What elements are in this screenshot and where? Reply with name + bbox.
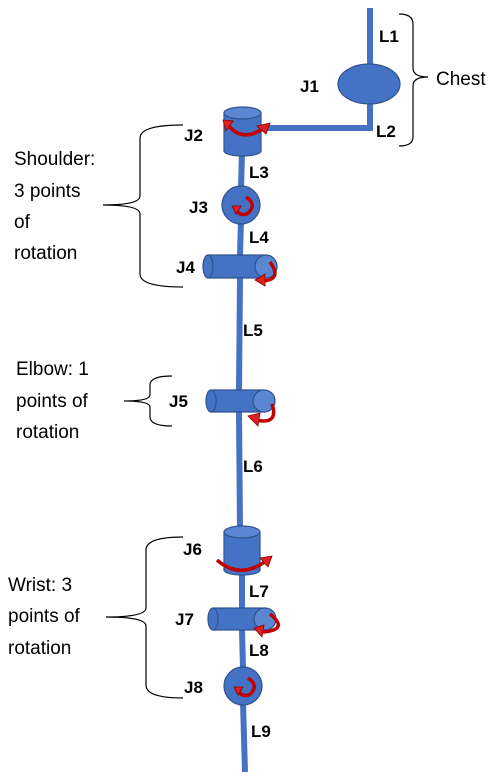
label-l6: L6	[243, 457, 263, 476]
elbow-label: Elbow: 1 points of rotation	[16, 359, 89, 443]
links	[236, 8, 373, 773]
label-l5: L5	[243, 321, 263, 340]
joint-j6	[215, 525, 273, 576]
label-j5: J5	[169, 392, 188, 411]
svg-text:3 points: 3 points	[14, 181, 81, 202]
label-j7: J7	[175, 610, 194, 629]
label-j4: J4	[176, 258, 195, 277]
label-l8: L8	[249, 641, 269, 660]
joint-j1	[337, 63, 401, 105]
joint-j7	[207, 607, 280, 638]
link-l5	[236, 277, 243, 391]
label-l4: L4	[249, 228, 269, 247]
label-l9: L9	[251, 722, 271, 741]
svg-text:rotation: rotation	[8, 638, 71, 659]
svg-text:rotation: rotation	[14, 243, 77, 264]
joint-j5	[205, 389, 276, 427]
svg-text:rotation: rotation	[16, 422, 79, 443]
wrist-brace	[105, 536, 184, 699]
label-j3: J3	[189, 198, 208, 217]
label-j8: J8	[184, 678, 203, 697]
link-l2	[262, 100, 373, 131]
link-l8	[239, 629, 246, 669]
label-j2: J2	[184, 126, 203, 145]
svg-text:Wrist: 3: Wrist: 3	[8, 575, 72, 596]
label-l2: L2	[376, 122, 396, 141]
link-l4	[237, 219, 244, 256]
label-l3: L3	[249, 163, 269, 182]
label-j1: J1	[300, 77, 319, 96]
label-j6: J6	[183, 540, 202, 559]
label-l7: L7	[249, 582, 269, 601]
label-l1: L1	[379, 27, 399, 46]
joint-j8	[223, 666, 263, 706]
elbow-brace	[123, 375, 173, 427]
link-l9	[240, 701, 248, 773]
svg-text:Shoulder:: Shoulder:	[14, 149, 95, 170]
wrist-label: Wrist: 3 points of rotation	[8, 575, 81, 659]
joint-j2	[222, 106, 271, 157]
joint-j4	[202, 254, 278, 287]
svg-text:points of: points of	[16, 391, 89, 412]
chest-label: Chest	[436, 69, 486, 90]
svg-text:Elbow: 1: Elbow: 1	[16, 359, 89, 380]
shoulder-label: Shoulder: 3 points of rotation	[14, 149, 95, 264]
chest-brace	[398, 13, 429, 147]
joint-j3	[221, 185, 261, 225]
svg-text:points of: points of	[8, 606, 81, 627]
svg-text:of: of	[14, 212, 31, 233]
shoulder-brace	[102, 124, 184, 288]
link-l3	[238, 149, 245, 191]
link-l6	[236, 411, 243, 531]
